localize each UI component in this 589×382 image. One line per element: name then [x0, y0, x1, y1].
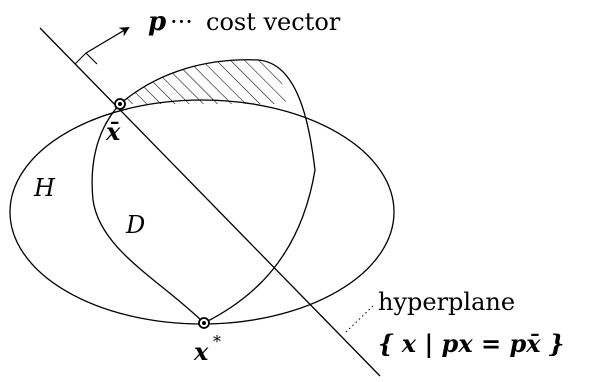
hyperplane-leader — [345, 304, 375, 333]
cost-vector-text: cost vector — [206, 8, 341, 36]
x-star-point-center — [202, 321, 206, 325]
x-star-superscript: * — [213, 332, 221, 351]
cost-vector-dots: ··· — [170, 8, 193, 36]
set-D-label: D — [125, 211, 145, 239]
cost-vector-arrow — [85, 26, 130, 54]
right-angle-marker — [74, 52, 98, 65]
hyperplane-title: hyperplane — [378, 288, 515, 316]
set-H-label: H — [33, 174, 56, 202]
set-H-ellipse — [9, 99, 395, 325]
cost-vector-symbol: p — [148, 7, 166, 37]
x-bar-point-center — [118, 102, 122, 106]
hatched-region — [120, 59, 286, 104]
hyperplane-set: { x | px = px̄ } — [378, 329, 564, 358]
set-D-outline — [91, 59, 316, 324]
x-star-label: x — [193, 337, 209, 366]
x-bar-label: x̄ — [105, 117, 121, 146]
hyperplane-line — [39, 27, 381, 377]
